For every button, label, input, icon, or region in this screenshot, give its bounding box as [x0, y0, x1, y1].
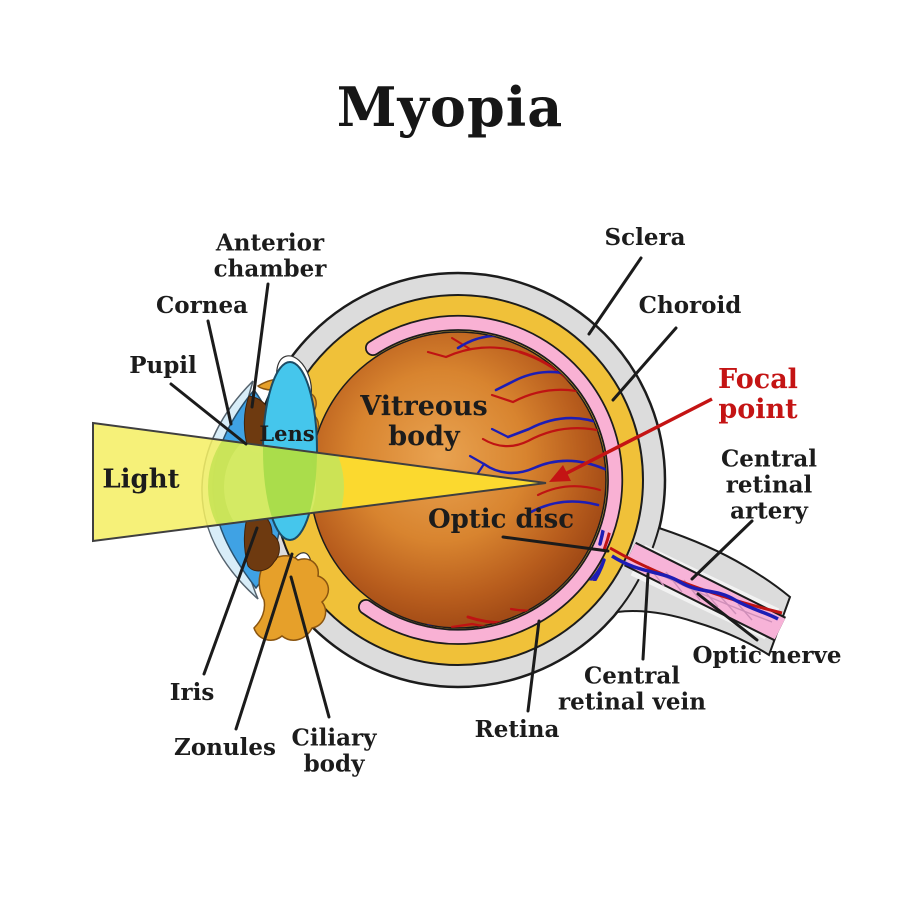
label-cornea: Cornea	[155, 292, 249, 320]
leader-central-retinal-artery	[690, 519, 754, 581]
label-sclera: Sclera	[604, 224, 686, 252]
central-retinal-vein-vessel	[611, 554, 779, 621]
leader-central-retinal-vein	[641, 572, 650, 661]
label-iris: Iris	[169, 679, 215, 707]
light-beam-outline	[92, 421, 547, 543]
label-lens: Lens	[259, 421, 315, 447]
label-choroid: Choroid	[638, 292, 742, 320]
label-retina: Retina	[474, 716, 560, 744]
label-central-retinal-artery: Central retinal artery	[720, 445, 818, 524]
label-focal-point: Focal point	[718, 363, 798, 425]
iris-lower	[243, 511, 280, 572]
leader-iris	[202, 526, 259, 676]
label-vitreous-body: Vitreous body	[360, 390, 488, 452]
label-pupil: Pupil	[129, 352, 197, 380]
leader-sclera	[587, 256, 643, 336]
leader-optic-disc	[501, 535, 610, 553]
leader-lines	[169, 256, 759, 731]
leader-retina	[526, 619, 541, 713]
label-ciliary-body: Ciliary body	[291, 724, 377, 777]
label-optic-disc: Optic disc	[427, 504, 575, 535]
label-light: Light	[102, 464, 180, 495]
leader-optic-nerve	[696, 592, 759, 642]
label-zonules: Zonules	[174, 734, 276, 762]
optic-nerve-bundle	[609, 541, 787, 642]
leader-ciliary-body	[289, 575, 331, 719]
leader-pupil	[169, 382, 248, 446]
leader-anterior-chamber	[250, 282, 270, 409]
label-optic-nerve: Optic nerve	[692, 642, 842, 670]
page-title: Myopia	[336, 75, 564, 139]
leader-choroid	[611, 326, 678, 402]
leader-cornea	[206, 319, 233, 426]
leader-zonules	[234, 552, 294, 731]
label-central-retinal-vein: Central retinal vein	[558, 662, 706, 715]
label-anterior-chamber: Anterior chamber	[213, 229, 327, 282]
retina-band	[359, 316, 622, 644]
focal-point-arrow	[549, 397, 713, 482]
